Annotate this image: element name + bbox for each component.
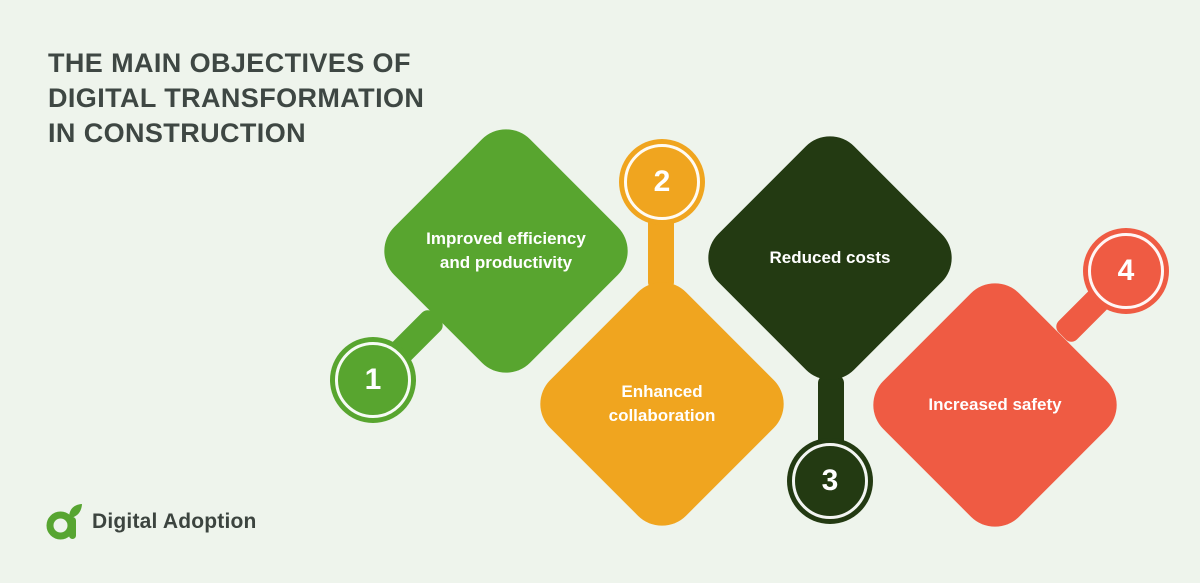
badge-number-3: 3: [821, 464, 839, 497]
badge-number-2: 2: [653, 165, 671, 198]
logo-mark-icon: [46, 504, 82, 540]
objective-diamond-2: Enhanced collaboration: [526, 268, 798, 540]
objective-diamond-1: Improved efficiency and productivity: [370, 115, 642, 387]
badge-ring-3: [792, 443, 868, 519]
page-title: THE MAIN OBJECTIVES OF DIGITAL TRANSFORM…: [48, 48, 425, 149]
objective-label-text-2: Enhanced collaboration: [608, 382, 716, 425]
badge-ring-4: [1088, 233, 1164, 309]
badge-number-4: 4: [1117, 254, 1135, 287]
step-number-badge-2: 2: [619, 139, 705, 225]
step-number-badge-1: 1: [330, 337, 416, 423]
logo-text: Digital Adoption: [92, 510, 257, 533]
badge-ring-2: [624, 144, 700, 220]
objective-label-text-4: Increased safety: [928, 395, 1062, 415]
objective-label-2: Enhanced collaboration: [566, 308, 758, 500]
objective-label-1: Improved efficiency and productivity: [410, 155, 602, 347]
objective-label-text-3: Reduced costs: [769, 248, 891, 268]
badge-number-1: 1: [364, 363, 382, 396]
badge-ring-1: [335, 342, 411, 418]
step-number-badge-4: 4: [1083, 228, 1169, 314]
brand-logo: Digital Adoption: [46, 504, 257, 540]
step-number-badge-3: 3: [787, 438, 873, 524]
objective-label-4: Increased safety: [899, 309, 1091, 501]
objective-label-3: Reduced costs: [734, 162, 926, 354]
objective-diamond-3: Reduced costs: [694, 122, 966, 394]
objective-diamond-4: Increased safety: [859, 269, 1131, 541]
objective-label-text-1: Improved efficiency and productivity: [426, 229, 586, 272]
